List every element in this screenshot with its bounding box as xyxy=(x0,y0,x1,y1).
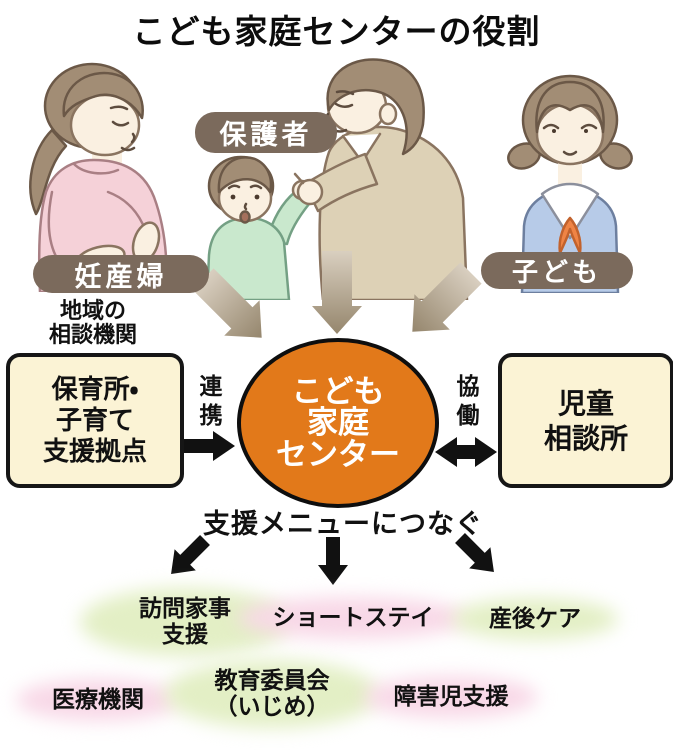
support-item-label: ショートステイ xyxy=(272,604,434,630)
support-highlight xyxy=(238,597,468,639)
support-arrow-center xyxy=(318,537,348,585)
nursery-support-base-box: 保育所・ 子育て 支援拠点 xyxy=(6,353,184,488)
label-guardians: 保護者 xyxy=(195,112,337,153)
support-item-short-stay: ショートステイ xyxy=(238,597,468,639)
support-item-medical-institutions: 医療機関 xyxy=(16,679,180,721)
local-consultation-caption: 地域の 相談機関 xyxy=(48,298,137,347)
support-highlight xyxy=(364,676,538,718)
support-item-label: 教育委員会 （いじめ） xyxy=(214,667,330,719)
support-item-board-of-education: 教育委員会 （いじめ） xyxy=(165,660,379,728)
child-girl-illustration xyxy=(507,74,633,293)
support-menu-heading: 支援メニューにつなぐ xyxy=(203,509,483,539)
support-item-label: 医療機関 xyxy=(52,686,144,712)
label-pregnant-women: 妊産婦 xyxy=(33,255,209,293)
support-item-label: 訪問家事 支援 xyxy=(139,595,231,647)
support-item-label: 障害児支援 xyxy=(393,683,509,709)
support-highlight xyxy=(452,598,618,640)
page-title: こども家庭センターの役割 xyxy=(132,13,541,50)
child-family-center-hub: こども 家庭 センター xyxy=(237,338,439,508)
support-item-disabled-children: 障害児支援 xyxy=(364,676,538,718)
support-highlight xyxy=(165,660,379,728)
support-highlight xyxy=(16,679,180,721)
child-consultation-office-box: 児童 相談所 xyxy=(498,353,673,488)
guardian-and-toddler-illustration xyxy=(205,58,469,300)
label-children: 子ども xyxy=(481,252,633,289)
collaboration-label: 協働 xyxy=(453,374,479,432)
link-arrow-right xyxy=(435,437,497,467)
support-item-label: 産後ケア xyxy=(489,605,581,631)
support-item-postpartum-care: 産後ケア xyxy=(452,598,618,640)
cooperation-label: 連携 xyxy=(196,374,222,432)
